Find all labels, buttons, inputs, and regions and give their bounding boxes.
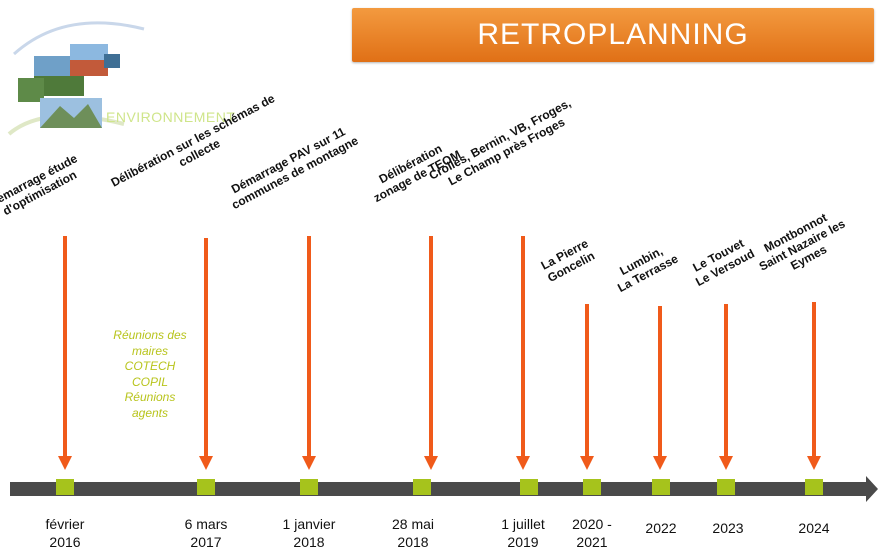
event-arrow	[653, 306, 667, 470]
logo-text: ENVIRONNEMENT	[106, 109, 236, 125]
timeline-arrowhead	[866, 476, 878, 502]
event-arrow	[424, 236, 438, 470]
event-arrow	[580, 304, 594, 470]
meetings-line: COPIL	[131, 374, 168, 389]
event-date: 2022	[645, 520, 677, 536]
event-date: 2020 -2021	[572, 516, 612, 550]
timeline-marker	[717, 479, 735, 495]
title-banner: RETROPLANNING	[352, 8, 874, 62]
event-date: 2023	[712, 520, 744, 536]
event-arrow	[199, 238, 213, 470]
timeline-marker	[56, 479, 74, 495]
meetings-line: Réunions des	[113, 328, 187, 342]
event-arrow	[58, 236, 72, 470]
meetings-line: agents	[131, 405, 169, 420]
event-date: 2024	[798, 520, 830, 536]
timeline-marker	[520, 479, 538, 495]
banner-title: RETROPLANNING	[477, 18, 749, 51]
event-label: Lumbin,La Terrasse	[615, 243, 681, 295]
meetings-line: maires	[131, 343, 168, 358]
timeline-bar	[10, 482, 868, 496]
event-arrow	[302, 236, 316, 470]
timeline-marker	[805, 479, 823, 495]
timeline-marker	[300, 479, 318, 495]
timeline-marker	[652, 479, 670, 495]
event-arrow	[719, 304, 733, 470]
meetings-line: Réunions	[124, 390, 176, 405]
meetings-list: Réunions des maires COTECH COPIL Réunion…	[100, 328, 200, 422]
event-arrow	[516, 236, 530, 470]
timeline-marker	[583, 479, 601, 495]
landscape-photo-collage-icon	[7, 21, 145, 136]
timeline-marker	[197, 479, 215, 495]
meetings-line: COTECH	[124, 359, 176, 374]
timeline-marker	[413, 479, 431, 495]
environment-logo: ENVIRONNEMENT	[4, 14, 264, 144]
event-arrow	[807, 302, 821, 470]
